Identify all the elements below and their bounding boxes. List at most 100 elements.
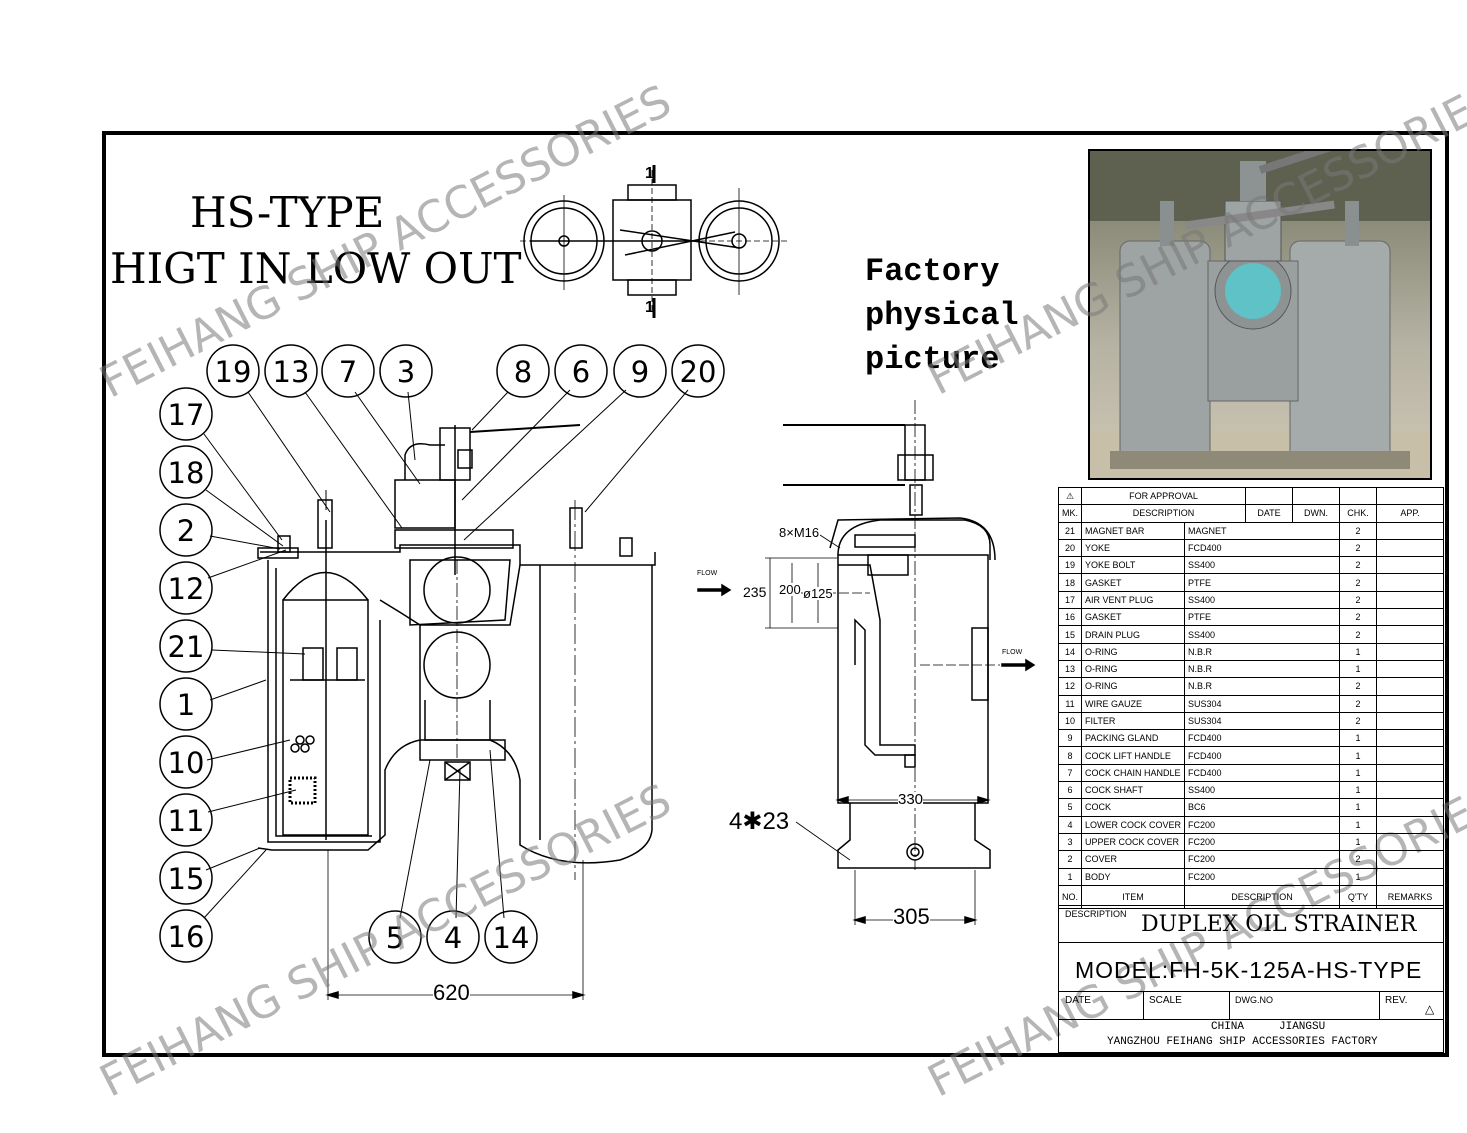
balloon-left-3-circle (159, 561, 213, 615)
desc-header: DESCRIPTION (1184, 884, 1340, 909)
balloon-top-7: 20 (680, 355, 717, 389)
part-remarks (1376, 815, 1444, 834)
balloon-top-2-circle (321, 344, 375, 398)
part-qty: 2 (1339, 521, 1377, 540)
part-qty: 2 (1339, 850, 1377, 869)
description-label: DESCRIPTION (1065, 909, 1127, 919)
rev-label: REV. (1385, 995, 1408, 1006)
balloon-left-4-circle (159, 619, 213, 673)
part-remarks (1376, 746, 1444, 765)
part-remarks (1376, 677, 1444, 696)
balloon-top-6: 9 (631, 355, 649, 389)
part-item: GASKET (1081, 608, 1186, 627)
part-no: 16 (1057, 608, 1083, 627)
part-desc: PTFE (1184, 608, 1340, 627)
part-desc: SS400 (1184, 590, 1340, 610)
part-item: O-RING (1081, 677, 1186, 696)
part-no: 13 (1057, 659, 1083, 679)
company-name: YANGZHOU FEIHANG SHIP ACCESSORIES FACTOR… (1107, 1036, 1378, 1048)
balloon-left-4: 21 (168, 630, 205, 664)
part-no: 3 (1057, 832, 1083, 852)
model-value: MODEL:FH-5K-125A-HS-TYPE (1075, 957, 1423, 983)
part-desc: N.B.R (1184, 659, 1340, 679)
part-item: COCK LIFT HANDLE (1081, 746, 1186, 765)
top-view (520, 165, 790, 318)
mk-header: MK. (1057, 504, 1083, 523)
balloon-left-5-circle (159, 677, 213, 731)
photo-caption: Factory physical picture (865, 253, 1019, 378)
part-desc: N.B.R (1184, 642, 1340, 661)
part-qty: 2 (1339, 556, 1377, 575)
part-no: 1 (1057, 867, 1083, 886)
drawing-frame (102, 131, 1449, 1057)
revision-header-row: ⚠ FOR APPROVAL (1057, 486, 1444, 506)
rev-date-header: DATE (1245, 504, 1293, 523)
part-remarks (1376, 781, 1444, 800)
part-remarks (1376, 798, 1444, 817)
part-remarks (1376, 694, 1444, 713)
part-qty: 1 (1339, 659, 1377, 679)
balloon-left-8: 15 (168, 862, 205, 896)
dim-holes: 4✱23 (729, 808, 790, 835)
part-item: O-RING (1081, 642, 1186, 661)
part-desc: FCD400 (1184, 763, 1340, 783)
rev-chk-header: CHK. (1339, 504, 1377, 523)
part-no: 10 (1057, 711, 1083, 731)
side-section-view (697, 400, 1036, 925)
part-item: DRAIN PLUG (1081, 625, 1186, 644)
part-no: 6 (1057, 781, 1083, 800)
rev-desc-header: DESCRIPTION (1081, 504, 1246, 523)
part-desc: FC200 (1184, 867, 1340, 886)
balloon-left-6: 10 (168, 746, 205, 780)
flow-label-in: FLOW (697, 570, 718, 577)
balloon-bottom-1: 4 (444, 921, 462, 955)
balloon-left-5: 1 (177, 688, 195, 722)
part-remarks (1376, 832, 1444, 852)
dim-diameter: ø125 (803, 586, 833, 601)
part-remarks (1376, 608, 1444, 627)
balloon-top-0-circle (206, 344, 260, 398)
balloon-left-6-circle (159, 735, 213, 789)
part-no: 2 (1057, 850, 1083, 869)
part-no: 11 (1057, 694, 1083, 713)
parts-list: ⚠ FOR APPROVAL MK. DESCRIPTION DATE DWN.… (1057, 486, 1444, 909)
balloon-top-4: 8 (514, 355, 532, 389)
section-mark-1: 1 (645, 299, 654, 316)
part-remarks (1376, 763, 1444, 783)
balloon-bottom-0-circle (368, 910, 422, 964)
part-item: GASKET (1081, 573, 1186, 592)
factory-photo (1088, 149, 1432, 480)
part-item: AIR VENT PLUG (1081, 590, 1186, 610)
scale-label: SCALE (1149, 995, 1182, 1006)
balloon-top-7-circle (671, 344, 725, 398)
balloon-top-5-circle (554, 344, 608, 398)
part-no: 21 (1057, 521, 1083, 540)
dim-305: 305 (893, 904, 930, 929)
balloon-top-4-circle (496, 344, 550, 398)
balloon-top-3: 3 (397, 355, 415, 389)
part-qty: 1 (1339, 781, 1377, 800)
country-label: CHINA (1211, 1021, 1245, 1033)
part-no: 7 (1057, 763, 1083, 783)
part-item: UPPER COCK COVER (1081, 832, 1186, 852)
part-item: COVER (1081, 850, 1186, 869)
part-remarks (1376, 573, 1444, 592)
part-remarks (1376, 711, 1444, 731)
balloon-left-1: 18 (168, 456, 205, 490)
part-remarks (1376, 850, 1444, 869)
part-qty: 2 (1339, 573, 1377, 592)
part-no: 19 (1057, 556, 1083, 575)
part-qty: 1 (1339, 729, 1377, 748)
part-item: COCK SHAFT (1081, 781, 1186, 800)
